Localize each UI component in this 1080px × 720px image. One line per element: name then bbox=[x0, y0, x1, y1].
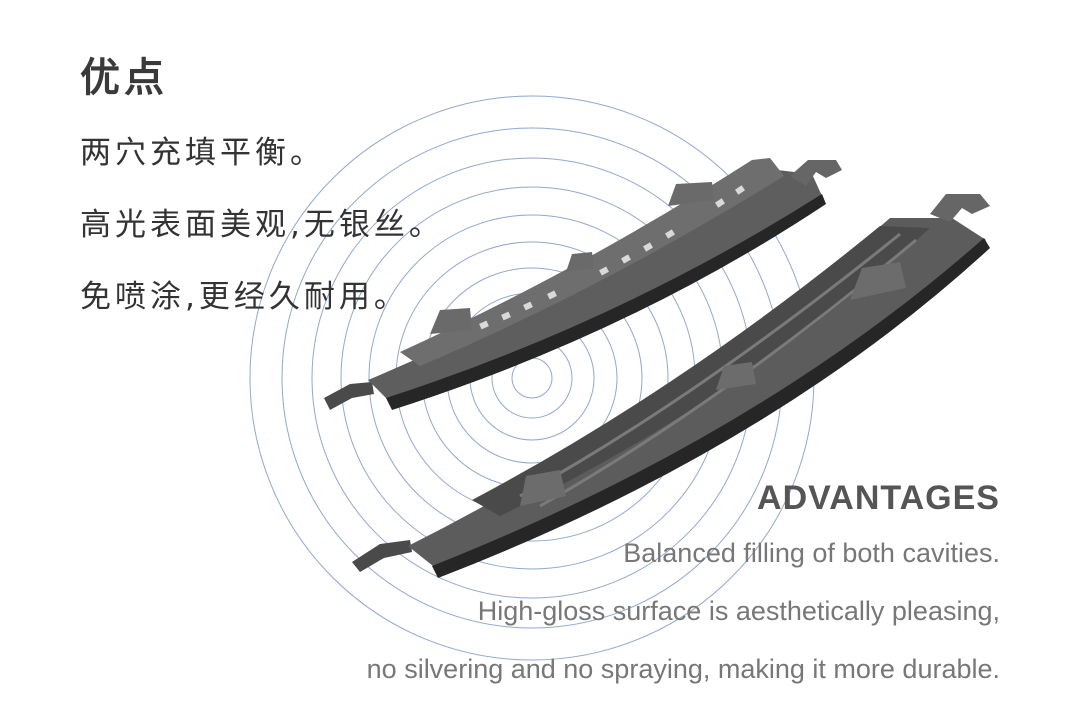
chinese-heading: 优点 bbox=[80, 55, 168, 101]
english-advantage-line: High-gloss surface is aesthetically plea… bbox=[477, 596, 1000, 626]
chinese-advantage-item: 免喷涂,更经久耐用。 bbox=[80, 279, 409, 315]
chinese-advantage-item: 高光表面美观,无银丝。 bbox=[80, 207, 444, 243]
english-advantage-line: no silvering and no spraying, making it … bbox=[366, 654, 1000, 684]
chinese-advantages-list: 两穴充填平衡。 高光表面美观,无银丝。 免喷涂,更经久耐用。 bbox=[80, 132, 444, 348]
upper-molded-part bbox=[324, 158, 842, 410]
english-advantages-block: ADVANTAGES Balanced filling of both cavi… bbox=[367, 476, 1000, 710]
lower-molded-part bbox=[352, 194, 990, 578]
chinese-advantage-item: 两穴充填平衡。 bbox=[80, 135, 325, 171]
english-advantage-line: Balanced filling of both cavities. bbox=[623, 538, 1000, 568]
english-heading: ADVANTAGES bbox=[757, 479, 1000, 517]
